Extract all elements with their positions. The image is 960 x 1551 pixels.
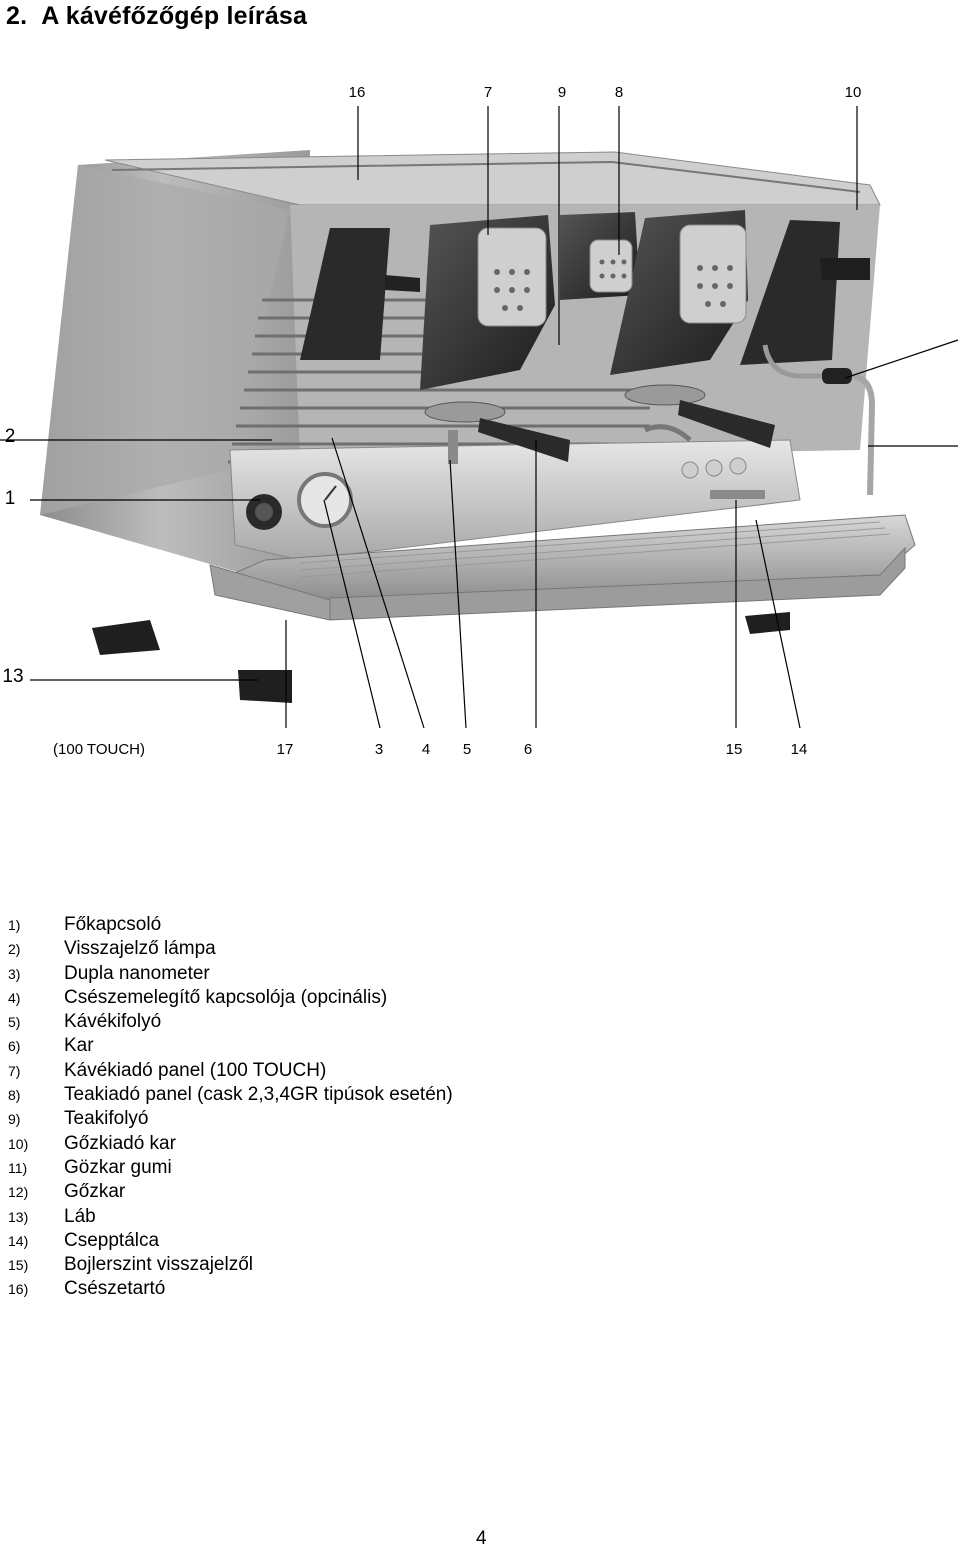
callout-16: 16	[348, 84, 366, 101]
callout-10: 10	[844, 84, 862, 101]
callout-15: 15	[725, 741, 743, 758]
legend-item: 16)Csészetartó	[8, 1278, 166, 1300]
callout-1: 1	[4, 488, 16, 509]
legend-item: 9)Teakifolyó	[8, 1108, 149, 1130]
callout-4: 4	[421, 741, 431, 758]
callout-5: 5	[462, 741, 472, 758]
legend-item: 12)Gőzkar	[8, 1181, 126, 1203]
callout-7: 7	[483, 84, 493, 101]
legend-item: 1)Főkapcsoló	[8, 914, 162, 935]
legend-item: 8)Teakiadó panel (cask 2,3,4GR tipúsok e…	[8, 1084, 453, 1106]
callout-3: 3	[374, 741, 384, 758]
legend-item: 6)Kar	[8, 1035, 94, 1057]
legend-item: 11)Gözkar gumi	[8, 1156, 172, 1178]
leader-lines	[0, 106, 959, 729]
legend-item: 5)Kávékifolyó	[8, 1011, 162, 1033]
callout-100-touch: (100 TOUCH)	[53, 741, 145, 758]
callout-17: 17	[276, 741, 294, 758]
parts-legend: 1)Főkapcsoló 2)Visszajelző lámpa 3)Dupla…	[8, 913, 453, 1302]
section-heading: 2. A kávéfőzőgép leírása	[6, 0, 307, 32]
legend-item: 7)Kávékiadó panel (100 TOUCH)	[8, 1059, 327, 1081]
legend-item: 14)Csepptálca	[8, 1229, 160, 1251]
callout-13: 13	[2, 666, 24, 687]
machine-drawing	[40, 150, 916, 703]
legend-item: 3)Dupla nanometer	[8, 962, 210, 984]
page-number: 4	[476, 1528, 487, 1549]
section-title: A kávéfőzőgép leírása	[41, 2, 308, 30]
callout-14: 14	[790, 741, 808, 758]
callout-8: 8	[614, 84, 624, 101]
legend-item: 13)Láb	[8, 1205, 96, 1227]
legend-item: 4)Csészemelegítő kapcsolója (opcinális)	[8, 986, 388, 1008]
espresso-machine-illustration	[0, 106, 959, 729]
legend-item: 10)Gőzkiadó kar	[8, 1132, 176, 1154]
section-number: 2.	[6, 2, 28, 30]
callout-2: 2	[4, 426, 16, 447]
legend-item: 15)Bojlerszint visszajelzől	[8, 1254, 254, 1276]
legend-item: 2)Visszajelző lámpa	[8, 938, 216, 960]
callout-6: 6	[523, 741, 533, 758]
callout-9: 9	[557, 84, 567, 101]
